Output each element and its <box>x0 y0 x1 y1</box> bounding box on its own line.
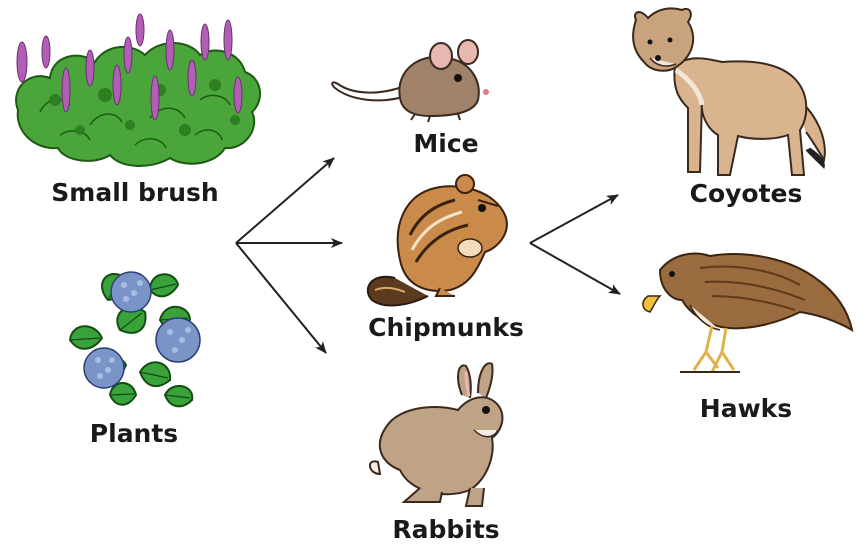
chipmunk-illustration <box>368 175 507 306</box>
rabbits-label: Rabbits <box>392 517 499 542</box>
arrow-to-coyotes <box>530 195 618 243</box>
rabbit-illustration <box>370 363 502 506</box>
coyotes-label: Coyotes <box>690 181 803 206</box>
arrow-to-mice <box>236 158 334 243</box>
coyote-illustration <box>633 8 825 175</box>
hawk-illustration <box>643 254 852 372</box>
mouse-illustration <box>332 40 489 122</box>
arrow-to-rabbits <box>236 243 326 353</box>
mice-label: Mice <box>413 131 478 156</box>
chipmunks-label: Chipmunks <box>368 315 524 340</box>
plants-label: Plants <box>90 421 178 446</box>
small-brush-label: Small brush <box>51 180 218 205</box>
plants-illustration <box>70 272 200 406</box>
small-brush-illustration <box>16 14 260 166</box>
arrow-to-hawks <box>530 243 620 294</box>
hawks-label: Hawks <box>700 396 792 421</box>
